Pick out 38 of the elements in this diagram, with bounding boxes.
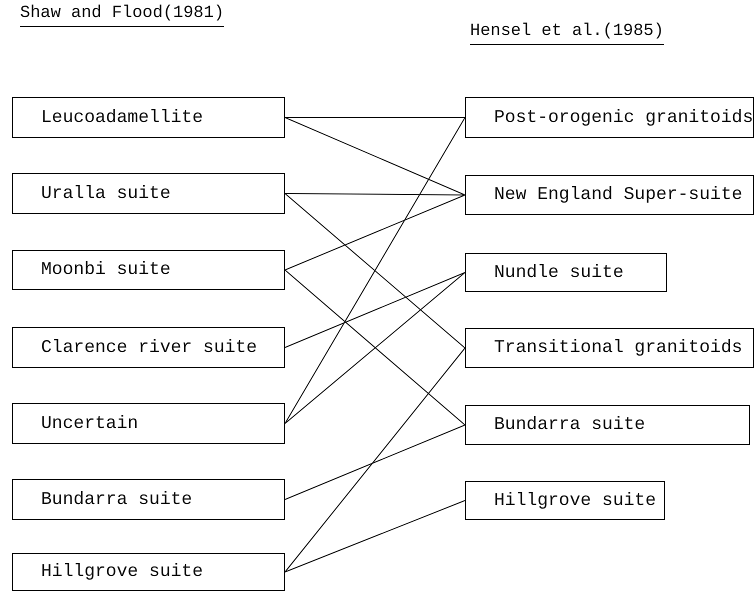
suite-name: Transitional granitoids — [494, 338, 742, 358]
suite-box — [12, 479, 285, 520]
suite-box — [465, 97, 754, 138]
suite-box — [12, 553, 285, 591]
connector-line — [284, 193, 466, 196]
connector-line — [284, 117, 466, 424]
suite-name: Moonbi suite — [41, 260, 171, 280]
suite-name: New England Super-suite — [494, 185, 742, 205]
suite-box — [465, 328, 754, 368]
suite-name: Bundarra suite — [41, 490, 192, 510]
suite-box — [465, 405, 750, 445]
connector-line — [284, 272, 466, 348]
connector-line — [284, 348, 466, 572]
suite-name: Hillgrove suite — [494, 490, 656, 510]
connector-line — [284, 117, 466, 118]
suite-name: Uralla suite — [41, 184, 171, 204]
suite-name: Post-orogenic granitoids — [494, 108, 754, 128]
suite-name: Nundle suite — [494, 262, 624, 282]
column-heading: Hensel et al.(1985) — [470, 22, 664, 45]
connector-line — [284, 424, 466, 500]
connector-line — [284, 193, 466, 348]
suite-name: Bundarra suite — [494, 415, 646, 435]
column-heading: Shaw and Flood(1981) — [20, 4, 224, 27]
connector-line — [284, 500, 466, 572]
suite-box — [12, 403, 285, 444]
suite-box — [12, 250, 285, 290]
suite-box — [12, 327, 285, 368]
suite-name: Hillgrove suite — [41, 562, 204, 582]
connector-line — [284, 194, 466, 270]
suite-box — [465, 175, 754, 215]
suite-name: Uncertain — [41, 414, 138, 434]
suite-box — [12, 173, 285, 214]
suite-box — [465, 253, 667, 292]
suite-box — [465, 481, 665, 520]
connector-line — [284, 117, 466, 196]
suite-name: Clarence river suite — [41, 338, 258, 358]
suite-name: Leucoadamellite — [41, 108, 204, 128]
suite-box — [12, 97, 285, 138]
